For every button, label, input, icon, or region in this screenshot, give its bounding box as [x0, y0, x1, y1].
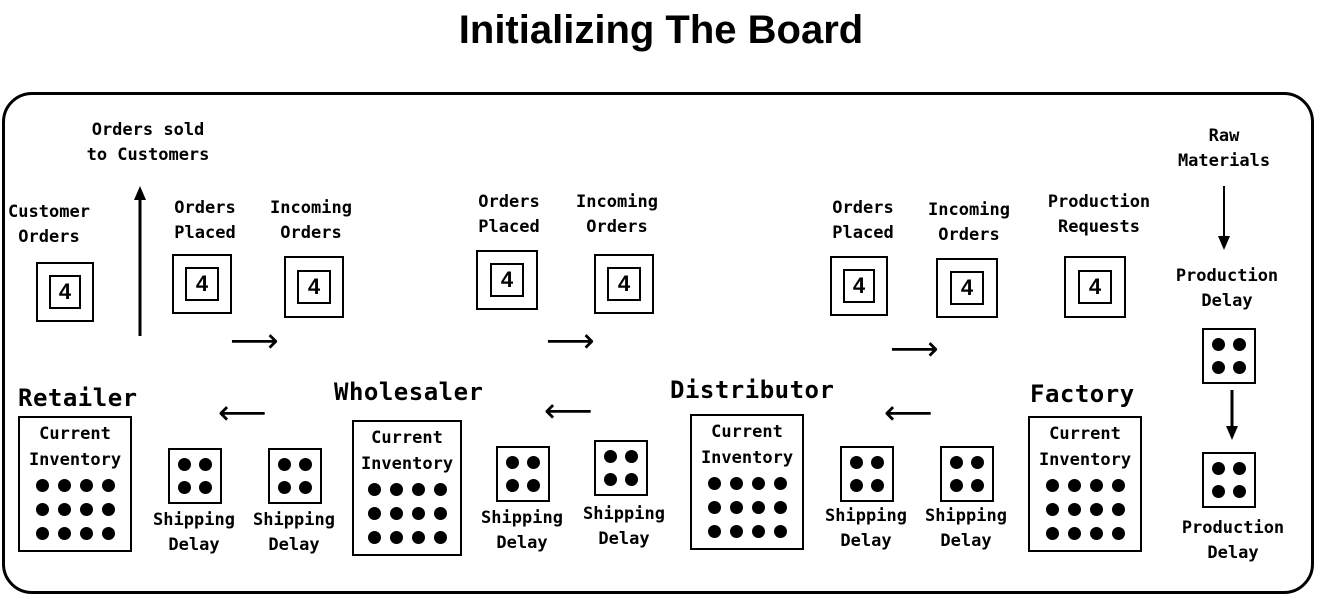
- order-card: 4: [950, 271, 984, 305]
- production-requests-slot[interactable]: 4: [1064, 256, 1126, 318]
- down-arrow-icon: [1218, 186, 1230, 250]
- inventory-chips: [692, 477, 802, 538]
- inventory-chips: [1030, 479, 1140, 540]
- factory-inventory[interactable]: Current Inventory: [1028, 416, 1142, 552]
- shipping-delay-label: Shipping Delay: [825, 506, 907, 551]
- wholesaler-inventory[interactable]: Current Inventory: [352, 420, 462, 556]
- orders-sold-label: Orders sold to Customers: [86, 120, 210, 165]
- wholesaler-shipping-delay-1[interactable]: [496, 446, 550, 502]
- distributor-label: Distributor: [670, 376, 835, 404]
- retailer-orders-placed-slot[interactable]: 4: [172, 254, 232, 314]
- shipping-delay-label: Shipping Delay: [253, 510, 335, 555]
- current-inventory-label: Current Inventory: [1038, 424, 1132, 470]
- production-delay-label: Production Delay: [1181, 518, 1285, 563]
- order-card: 4: [490, 263, 524, 297]
- raw-materials-label: Raw Materials: [1177, 126, 1271, 171]
- order-card: 4: [607, 267, 641, 301]
- production-delay-label: Production Delay: [1175, 266, 1279, 311]
- current-inventory-label: Current Inventory: [700, 422, 794, 468]
- order-card: 4: [843, 269, 875, 303]
- customer-orders-slot[interactable]: 4: [36, 262, 94, 322]
- retailer-label: Retailer: [18, 384, 138, 412]
- orders-placed-label: Orders Placed: [478, 192, 540, 237]
- down-arrow-icon: [1226, 390, 1238, 440]
- shipping-delay-label: Shipping Delay: [481, 508, 563, 553]
- left-arrow-icon: ⟵: [544, 391, 593, 431]
- right-arrow-icon: ⟶: [230, 321, 279, 361]
- left-arrow-icon: ⟵: [218, 393, 267, 433]
- shipping-delay-label: Shipping Delay: [925, 506, 1007, 551]
- distributor-inventory[interactable]: Current Inventory: [690, 414, 804, 550]
- retailer-shipping-delay-1[interactable]: [168, 448, 222, 504]
- incoming-orders-label: Incoming Orders: [928, 200, 1010, 245]
- orders-placed-label: Orders Placed: [832, 198, 894, 243]
- wholesaler-incoming-orders-slot[interactable]: 4: [594, 254, 654, 314]
- distributor-shipping-delay-1[interactable]: [840, 446, 894, 502]
- order-card: 4: [49, 275, 81, 309]
- current-inventory-label: Current Inventory: [360, 428, 454, 474]
- wholesaler-orders-placed-slot[interactable]: 4: [476, 250, 538, 310]
- left-arrow-icon: ⟵: [884, 393, 933, 433]
- production-delay-1[interactable]: [1202, 328, 1256, 384]
- inventory-chips: [354, 483, 460, 544]
- up-arrow-icon: [134, 186, 146, 336]
- customer-orders-label: Customer Orders: [8, 202, 90, 247]
- right-arrow-icon: ⟶: [890, 329, 939, 369]
- shipping-delay-label: Shipping Delay: [153, 510, 235, 555]
- game-board: [2, 92, 1314, 594]
- incoming-orders-label: Incoming Orders: [270, 198, 352, 243]
- retailer-shipping-delay-2[interactable]: [268, 448, 322, 504]
- distributor-orders-placed-slot[interactable]: 4: [830, 256, 888, 316]
- wholesaler-shipping-delay-2[interactable]: [594, 440, 648, 496]
- orders-placed-label: Orders Placed: [174, 198, 236, 243]
- current-inventory-label: Current Inventory: [28, 424, 122, 470]
- factory-label: Factory: [1030, 380, 1135, 408]
- production-requests-label: Production Requests: [1047, 192, 1151, 237]
- shipping-delay-label: Shipping Delay: [583, 504, 665, 549]
- incoming-orders-label: Incoming Orders: [576, 192, 658, 237]
- retailer-inventory[interactable]: Current Inventory: [18, 416, 132, 552]
- right-arrow-icon: ⟶: [546, 321, 595, 361]
- wholesaler-label: Wholesaler: [334, 378, 484, 406]
- order-card: 4: [297, 270, 331, 304]
- retailer-incoming-orders-slot[interactable]: 4: [284, 256, 344, 318]
- distributor-shipping-delay-2[interactable]: [940, 446, 994, 502]
- production-delay-2[interactable]: [1202, 452, 1256, 508]
- page-title: Initializing The Board: [458, 8, 864, 52]
- distributor-incoming-orders-slot[interactable]: 4: [936, 258, 998, 318]
- order-card: 4: [1078, 270, 1112, 304]
- order-card: 4: [185, 267, 219, 301]
- inventory-chips: [20, 479, 130, 540]
